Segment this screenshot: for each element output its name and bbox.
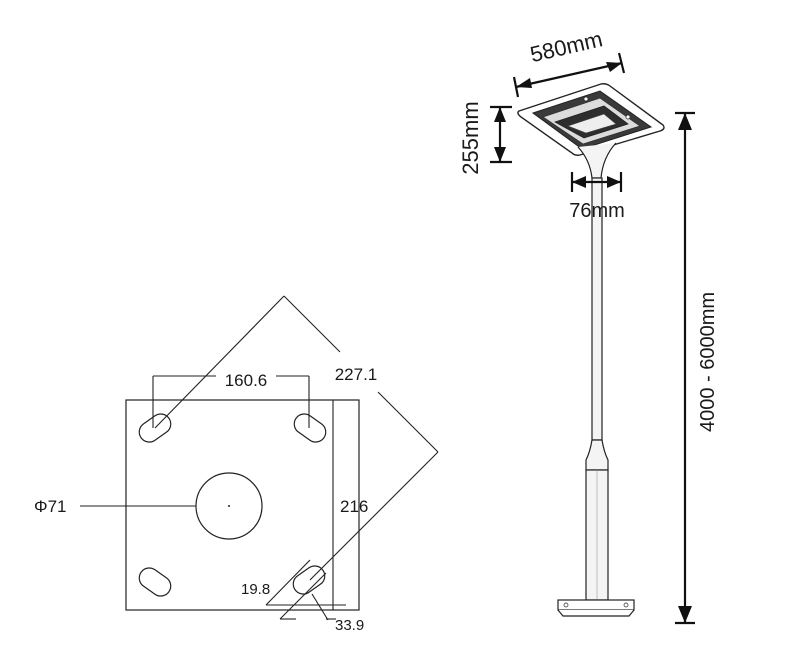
diagonal-line-lower [377, 391, 439, 453]
diagonal-label: 227.1 [335, 365, 378, 384]
lamp-neck [577, 142, 617, 179]
head-width-label: 580mm [528, 26, 605, 67]
base-plate-drawing: 160.6 227.1 Φ71 216 19.8 33.9 [34, 295, 439, 634]
slot-bottom-right [292, 565, 326, 595]
slot-width-label: 19.8 [241, 581, 270, 598]
diagonal-line-upper [283, 295, 341, 353]
base-plate-outline [125, 399, 360, 611]
slot-bottom-left [138, 567, 172, 597]
head-height-label: 255mm [458, 101, 483, 174]
lamp-head [517, 83, 665, 156]
pole-base-plate [557, 609, 635, 617]
slot-ext-5 [311, 593, 329, 621]
pole-collar [585, 439, 609, 471]
center-mark [228, 505, 230, 507]
plate-width-label: 216 [340, 497, 368, 516]
diagonal-ext-bottom [309, 451, 439, 581]
lamp-pole-drawing: 580mm 255mm 76mm 4000 - 6000mm [458, 26, 719, 625]
pole-height-label: 4000 - 6000mm [697, 292, 719, 432]
pole-diameter-label: 76mm [569, 200, 625, 222]
slot-ext-2 [279, 572, 327, 620]
hole-spacing-label: 160.6 [225, 371, 268, 390]
pole-base-flange [557, 599, 635, 611]
slot-top-left [138, 413, 172, 443]
slot-ext-1 [265, 559, 311, 606]
center-hole-label: Φ71 [34, 497, 66, 516]
diagonal-ext-top [154, 295, 285, 429]
slot-top-right [293, 413, 327, 443]
slot-length-label: 33.9 [335, 617, 364, 634]
head-width-dim-line [515, 61, 623, 89]
